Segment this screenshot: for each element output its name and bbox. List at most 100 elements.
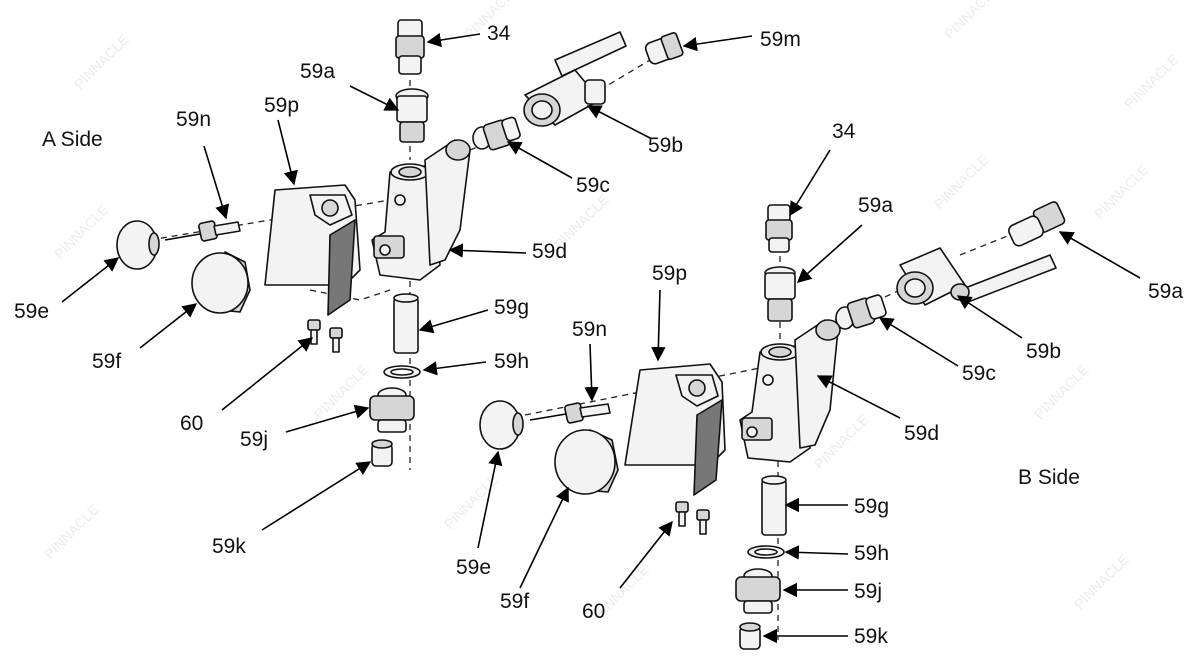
- watermark-text: PINNACLE: [941, 0, 1002, 42]
- a-part-60-screws: [307, 319, 343, 353]
- leader-a-59b: [586, 105, 651, 139]
- b-part-59c-nipple: [835, 294, 887, 330]
- callout-b-59f: 59f: [500, 590, 529, 613]
- callout-a-59d: 59d: [532, 240, 567, 263]
- leader-b-59c: [878, 317, 959, 367]
- leader-a-59m: [682, 35, 753, 52]
- callout-b-59d: 59d: [904, 422, 939, 445]
- callout-b-59c: 59c: [962, 362, 996, 385]
- watermark-text: PINNACLE: [71, 31, 132, 92]
- leader-a-59c: [506, 141, 573, 179]
- callout-a-59a: 59a: [300, 60, 335, 83]
- callout-b-59p: 59p: [652, 262, 687, 285]
- callout-b-59a-right: 59a: [1148, 280, 1183, 303]
- a-part-59a-fitting: [395, 88, 429, 143]
- leader-b-59a: [796, 224, 863, 283]
- b-part-59e-gauge-lens: [479, 400, 524, 450]
- callout-b-59h: 59h: [854, 542, 889, 565]
- b-axis-line: [524, 367, 761, 416]
- a-part-59d-manifold: [371, 139, 471, 281]
- b-part-59h-oring: [747, 545, 785, 559]
- leader-b-59e: [477, 450, 503, 549]
- callout-b-59g: 59g: [854, 495, 889, 518]
- leader-a-59k: [261, 461, 372, 531]
- callout-a-59c: 59c: [576, 174, 610, 197]
- leader-a-59p: [277, 119, 298, 186]
- callout-a-59m: 59m: [760, 28, 801, 51]
- callout-b-59n: 59n: [572, 318, 607, 341]
- leader-b-59f: [519, 486, 569, 589]
- callout-a-34: 34: [487, 22, 511, 45]
- watermark-text: PINNACLE: [41, 501, 102, 562]
- callout-b-59b: 59b: [1026, 340, 1061, 363]
- callout-a-59j: 59j: [240, 428, 268, 451]
- callout-b-60: 60: [582, 600, 605, 623]
- a-part-59f-gauge: [191, 251, 251, 314]
- callout-a-59p: 59p: [264, 94, 299, 117]
- callout-a-59g: 59g: [494, 296, 529, 319]
- a-part-59e-gauge-lens: [116, 220, 160, 270]
- watermark-text: PINNACLE: [1121, 51, 1182, 112]
- b-part-59n-screw: [529, 402, 611, 424]
- a-part-59b-ball-valve: [523, 31, 627, 127]
- watermark-text: PINNACLE: [1091, 161, 1152, 222]
- leader-b-59p: [651, 289, 666, 362]
- leader-b-60: [619, 520, 673, 589]
- callout-a-60: 60: [180, 412, 203, 435]
- callout-a-59h: 59h: [494, 350, 529, 373]
- callout-a-59b: 59b: [648, 134, 683, 157]
- leader-a-34: [426, 32, 481, 48]
- callout-a-59k: 59k: [212, 535, 246, 558]
- a-axis-line: [599, 59, 651, 91]
- leader-a-59f: [139, 303, 198, 349]
- leader-a-59g: [418, 309, 489, 334]
- b-part-59j-check-valve: [735, 568, 781, 614]
- b-part-59a-fitting: [764, 266, 796, 322]
- callout-a-59f: 59f: [92, 350, 121, 373]
- callout-a-59e: 59e: [14, 300, 49, 323]
- b-part-59k-cap: [739, 622, 761, 650]
- b-part-59f-gauge: [554, 429, 619, 495]
- a-side-label: A Side: [42, 128, 103, 151]
- leader-a-60: [221, 337, 314, 411]
- a-part-59p-bracket: [264, 184, 361, 316]
- a-part-59n-screw: [164, 220, 241, 242]
- b-axis-line: [959, 234, 1011, 256]
- leader-b-59n: [584, 343, 599, 402]
- a-part-34-fitting: [395, 19, 425, 75]
- b-part-34-fitting: [765, 204, 793, 253]
- b-part-59p-bracket: [624, 363, 726, 496]
- leader-a-59a: [349, 85, 400, 111]
- leader-arrows: [61, 32, 1141, 644]
- a-part-59c-nipple: [472, 116, 521, 151]
- watermark-text: PINNACLE: [311, 361, 372, 422]
- watermark-text: PINNACLE: [1071, 551, 1132, 612]
- b-side-label: B Side: [1018, 466, 1080, 489]
- leader-b-59b: [956, 295, 1023, 339]
- watermark-text: PINNACLE: [931, 151, 992, 212]
- a-part-59h-oring: [383, 365, 421, 379]
- leader-a-59j: [285, 404, 370, 433]
- b-part-59a-right-fitting: [1008, 201, 1066, 247]
- callout-b-59a: 59a: [858, 194, 893, 217]
- callout-b-59e: 59e: [456, 556, 491, 579]
- callout-b-59j: 59j: [854, 580, 882, 603]
- b-part-60-screws: [675, 501, 710, 535]
- watermark-text: PINNACLE: [1031, 361, 1092, 422]
- callout-b-59k: 59k: [854, 625, 888, 648]
- callout-labels: A Side B Side 34 59a 59m 59b 59c 59n 59p…: [14, 22, 1183, 648]
- leader-b-59d: [816, 375, 901, 419]
- leader-a-59d: [448, 243, 527, 258]
- leader-a-59h: [422, 361, 487, 376]
- leader-b-59a-right: [1058, 231, 1141, 279]
- b-side-assembly: [479, 201, 1066, 650]
- a-side-assembly: [116, 19, 684, 470]
- watermark-text: PINNACLE: [51, 201, 112, 262]
- a-part-59m-fitting: [644, 32, 684, 65]
- callout-a-59n: 59n: [176, 108, 211, 131]
- leader-b-34: [789, 149, 831, 217]
- b-part-59b-ball-valve: [896, 247, 1057, 306]
- b-part-59d-manifold: [739, 319, 841, 463]
- leader-a-59e: [61, 257, 120, 303]
